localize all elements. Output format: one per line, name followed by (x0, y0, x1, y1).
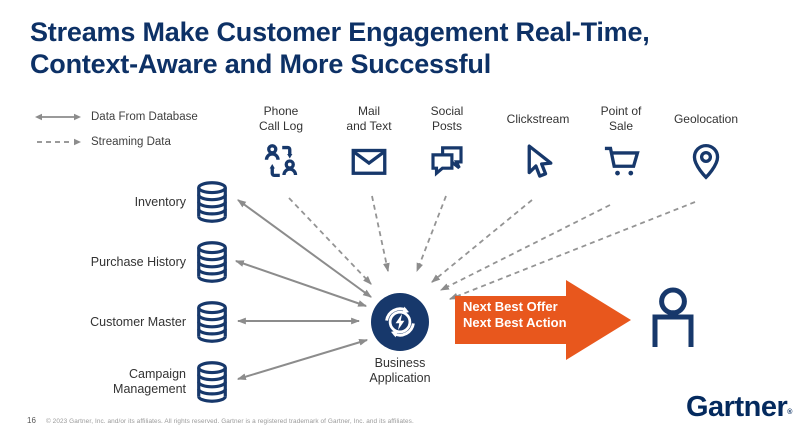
source-label: Mail and Text (346, 104, 392, 133)
location-pin-icon (661, 136, 751, 182)
legend-item-streaming: Streaming Data (34, 129, 198, 154)
next-best-label: Next Best Offer Next Best Action (463, 299, 567, 330)
business-application-label: Business Application (369, 356, 431, 385)
legend-streaming-label: Streaming Data (91, 135, 171, 148)
title-line-2: Context-Aware and More Successful (30, 49, 492, 79)
source-social-posts: Social Posts (402, 102, 492, 182)
legend-item-database: Data From Database (34, 104, 198, 129)
source-geolocation: Geolocation (661, 102, 751, 182)
source-label: Social Posts (430, 104, 464, 133)
source-mail-and-text: Mail and Text (324, 102, 414, 182)
source-label: Geolocation (673, 111, 739, 126)
registered-mark: ® (787, 409, 792, 416)
database-purchase-history: Purchase History (70, 238, 234, 286)
legend: Data From Database Streaming Data (34, 104, 198, 154)
source-label: Clickstream (506, 111, 570, 126)
source-label: Phone Call Log (258, 104, 304, 133)
database-icon (197, 361, 227, 403)
database-campaign-management: Campaign Management (70, 358, 234, 406)
database-customer-master: Customer Master (70, 298, 234, 346)
legend-database-label: Data From Database (91, 110, 198, 123)
database-icon (197, 241, 227, 283)
slide-title: Streams Make Customer Engagement Real-Ti… (30, 16, 775, 80)
source-label: Point of Sale (600, 104, 642, 133)
source-phone-call-log: Phone Call Log (236, 102, 326, 182)
database-label: Purchase History (90, 254, 186, 269)
gartner-logo: Gartner® (686, 391, 792, 423)
title-line-1: Streams Make Customer Engagement Real-Ti… (30, 17, 650, 47)
cursor-pointer-icon (493, 136, 583, 182)
sync-lightning-icon (385, 306, 415, 338)
database-label: Campaign Management (113, 367, 186, 396)
source-clickstream: Clickstream (493, 102, 583, 182)
page-number: 16 (27, 416, 36, 425)
copyright-text: © 2023 Gartner, Inc. and/or its affiliat… (46, 417, 414, 425)
chat-bubbles-icon (402, 136, 492, 182)
database-label: Inventory (134, 194, 186, 209)
database-label: Customer Master (90, 314, 186, 329)
shopping-cart-icon (576, 136, 666, 182)
dashed-arrow-icon (37, 138, 81, 145)
customer-person-icon (652, 287, 694, 347)
phone-call-log-icon (236, 136, 326, 182)
business-application-icon (371, 293, 429, 351)
database-icon (197, 301, 227, 343)
database-icon (197, 181, 227, 223)
mail-envelope-icon (324, 136, 414, 182)
solid-double-arrow-icon (35, 113, 81, 120)
database-inventory: Inventory (70, 178, 234, 226)
source-point-of-sale: Point of Sale (576, 102, 666, 182)
